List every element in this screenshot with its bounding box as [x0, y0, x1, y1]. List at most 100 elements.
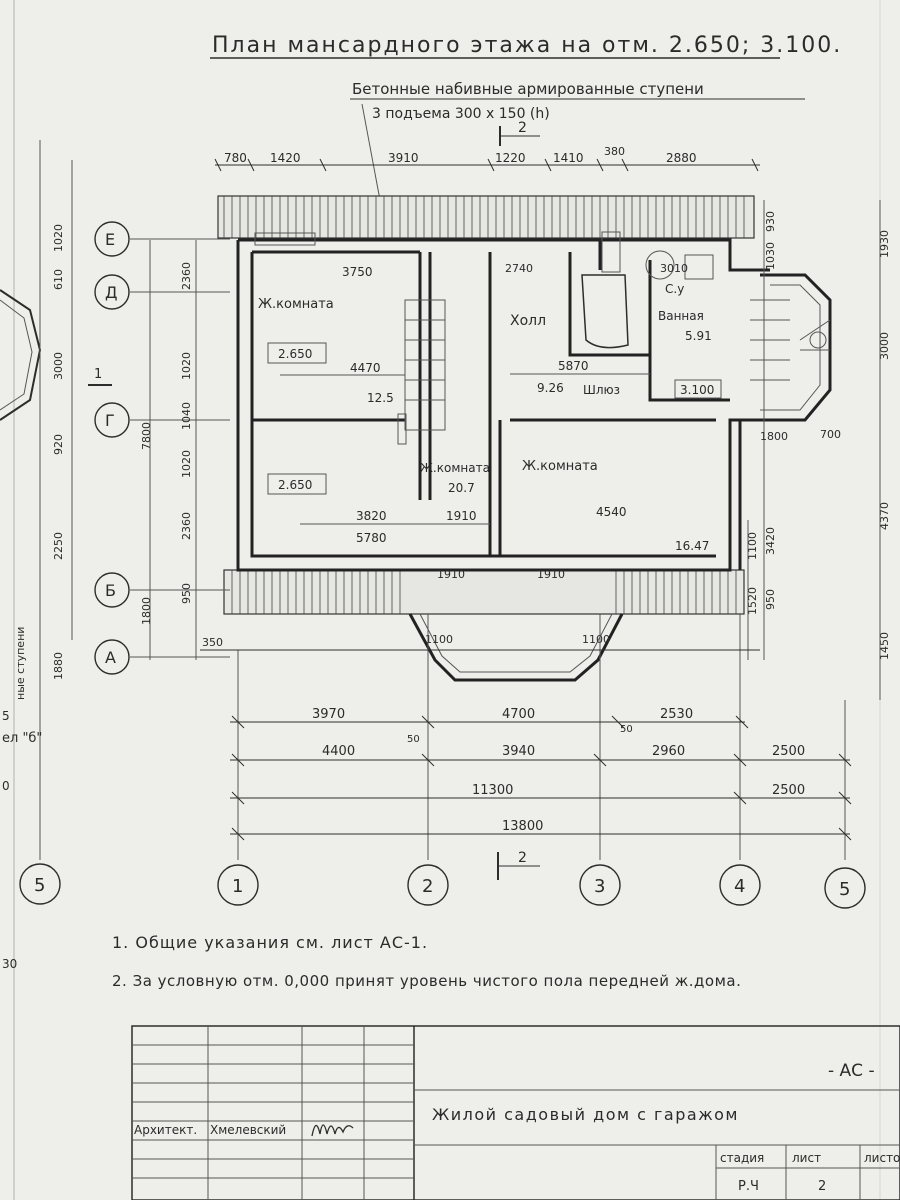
room-vann-area: 5.91: [685, 329, 712, 343]
dim-left-0: 1020: [52, 224, 65, 252]
area-9-26: 9.26: [537, 381, 564, 395]
dim-bot-r2-3: 2500: [772, 744, 805, 759]
dim-top-0: 780: [224, 151, 247, 165]
dim-left-2: 3000: [52, 352, 65, 380]
dim-bot-r1-2: 2530: [660, 707, 693, 722]
dim-right-8: 950: [764, 589, 777, 610]
left-axis-markers: Е Д Г Б А: [94, 221, 130, 675]
dim-bot-r3-0: 11300: [472, 783, 513, 798]
dim-top-4: 1410: [553, 151, 584, 165]
dim-right-4: 4370: [878, 502, 891, 530]
dim-inner-0: 3750: [342, 265, 373, 279]
note-2: 2. За условную отм. 0,000 принят уровень…: [112, 972, 741, 990]
dim-right-7: 1100: [746, 532, 759, 560]
title-block: - АС - Жилой садовый дом с гаражом Архит…: [131, 1025, 900, 1200]
room-vann-name: Ванная: [658, 309, 704, 323]
axis-2: 2: [422, 876, 433, 897]
bottom-axis-markers: 1 2 3 4 5 5: [19, 863, 866, 909]
edge-text-1: 5: [2, 709, 10, 723]
dim-inner-4: 5870: [558, 359, 589, 373]
dim-small-0: 350: [202, 636, 223, 649]
dim-inner-6: 1910: [446, 509, 477, 523]
room-zhk1-name: Ж.комната: [258, 297, 334, 312]
dim-left-12: 950: [180, 583, 193, 604]
dim-top-1: 1420: [270, 151, 301, 165]
dim-inner-5: 3820: [356, 509, 387, 523]
left-edge-texts: ные ступени 5 0 ел "б" 30: [2, 627, 42, 971]
room-shlyuz-name: Шлюз: [583, 383, 620, 397]
dim-left-3: 920: [52, 434, 65, 455]
dim-small-2: 1100: [582, 633, 610, 646]
stamp-sheet-header: лист: [792, 1151, 821, 1165]
room-zhk1-elev: 2.650: [278, 347, 312, 361]
dim-small-1: 1100: [425, 633, 453, 646]
axis-3: 3: [594, 876, 605, 897]
dim-left-7: 2360: [180, 262, 193, 290]
dim-left-10: 1020: [180, 450, 193, 478]
inner-dimension-texts: 3750 2740 3010 4470 5870 3820 1910 4540 …: [342, 262, 841, 545]
room-zhk3-area: 16.47: [675, 539, 709, 553]
dim-inner-1: 2740: [505, 262, 533, 275]
dim-small-3: 1910: [437, 568, 465, 581]
stairs-sub: 3 подъема 300 x 150 (h): [372, 106, 550, 122]
dim-top-3: 1220: [495, 151, 526, 165]
stamp-sheet: 2: [818, 1179, 826, 1194]
room-holl-name: Холл: [510, 313, 546, 329]
area-12-5: 12.5: [367, 391, 394, 405]
axis-A: А: [105, 648, 116, 667]
stamp-architect-name: Хмелевский: [210, 1123, 286, 1137]
svg-text:1: 1: [94, 367, 102, 382]
axis-E: Е: [105, 230, 115, 249]
dim-right-0: 930: [764, 211, 777, 232]
dim-bot-r1-0: 3970: [312, 707, 345, 722]
dim-small-5: 50: [407, 734, 420, 745]
dim-top-6: 2880: [666, 151, 697, 165]
stamp-project: Жилой садовый дом с гаражом: [432, 1105, 739, 1124]
note-1: 1. Общие указания см. лист АС-1.: [112, 933, 428, 952]
dim-right-5: 3420: [764, 527, 777, 555]
stamp-stage-header: стадия: [720, 1151, 764, 1165]
axis-B: Б: [105, 581, 116, 600]
dim-small-4: 1910: [537, 568, 565, 581]
edge-text-0: ные ступени: [14, 627, 27, 700]
dim-bot-r2-1: 3940: [502, 744, 535, 759]
small-dimension-texts: 350 1100 1100 1910 1910 50 50: [202, 568, 633, 745]
dim-small-6: 50: [620, 724, 633, 735]
bottom-dimension-texts: 3970 4700 2530 4400 3940 2960 2500 11300…: [312, 707, 805, 834]
axis-1: 1: [232, 876, 243, 897]
section-mark-bottom: 2: [518, 850, 527, 866]
dim-right-3: 3000: [878, 332, 891, 360]
dim-right-2: 1930: [878, 230, 891, 258]
dim-top-5: 380: [604, 145, 625, 158]
dim-right-6: 1520: [746, 587, 759, 615]
dim-bot-r2-0: 4400: [322, 744, 355, 759]
dim-left-4: 2250: [52, 532, 65, 560]
dim-bot-r1-1: 4700: [502, 707, 535, 722]
stamp-stage: Р.Ч: [738, 1179, 759, 1194]
room-zhk3-name: Ж.комната: [522, 459, 598, 474]
dim-inner-10: 700: [820, 428, 841, 441]
dim-left-9: 1040: [180, 402, 193, 430]
section-mark-top: 2: [518, 120, 527, 136]
room-zhk2-area: 20.7: [448, 481, 475, 495]
left-dimension-texts: 1020 610 3000 920 2250 1800 1880 2360 10…: [52, 224, 193, 680]
right-dimension-texts: 930 1030 1930 3000 4370 3420 1520 1100 9…: [746, 211, 891, 660]
dim-left-5: 1800: [140, 597, 153, 625]
room-su-name: С.у: [665, 282, 684, 296]
dim-bot-r3-1: 2500: [772, 783, 805, 798]
dim-left-11: 2360: [180, 512, 193, 540]
room-labels: Ж.комната 2.650 2.650 Холл С.у Ванная 5.…: [258, 282, 722, 553]
axis-5-left: 5: [34, 875, 45, 896]
dim-inner-8: 5780: [356, 531, 387, 545]
dim-top-2: 3910: [388, 151, 419, 165]
dim-left-13: 7800: [140, 422, 153, 450]
dim-right-1: 1030: [764, 242, 777, 270]
stamp-code: - АС -: [828, 1061, 875, 1081]
dim-left-8: 1020: [180, 352, 193, 380]
axis-G: Г: [105, 411, 115, 430]
dim-inner-9: 1800: [760, 430, 788, 443]
dim-right-9: 1450: [878, 632, 891, 660]
dim-bot-r2-2: 2960: [652, 744, 685, 759]
architect-signature: [311, 1124, 354, 1137]
